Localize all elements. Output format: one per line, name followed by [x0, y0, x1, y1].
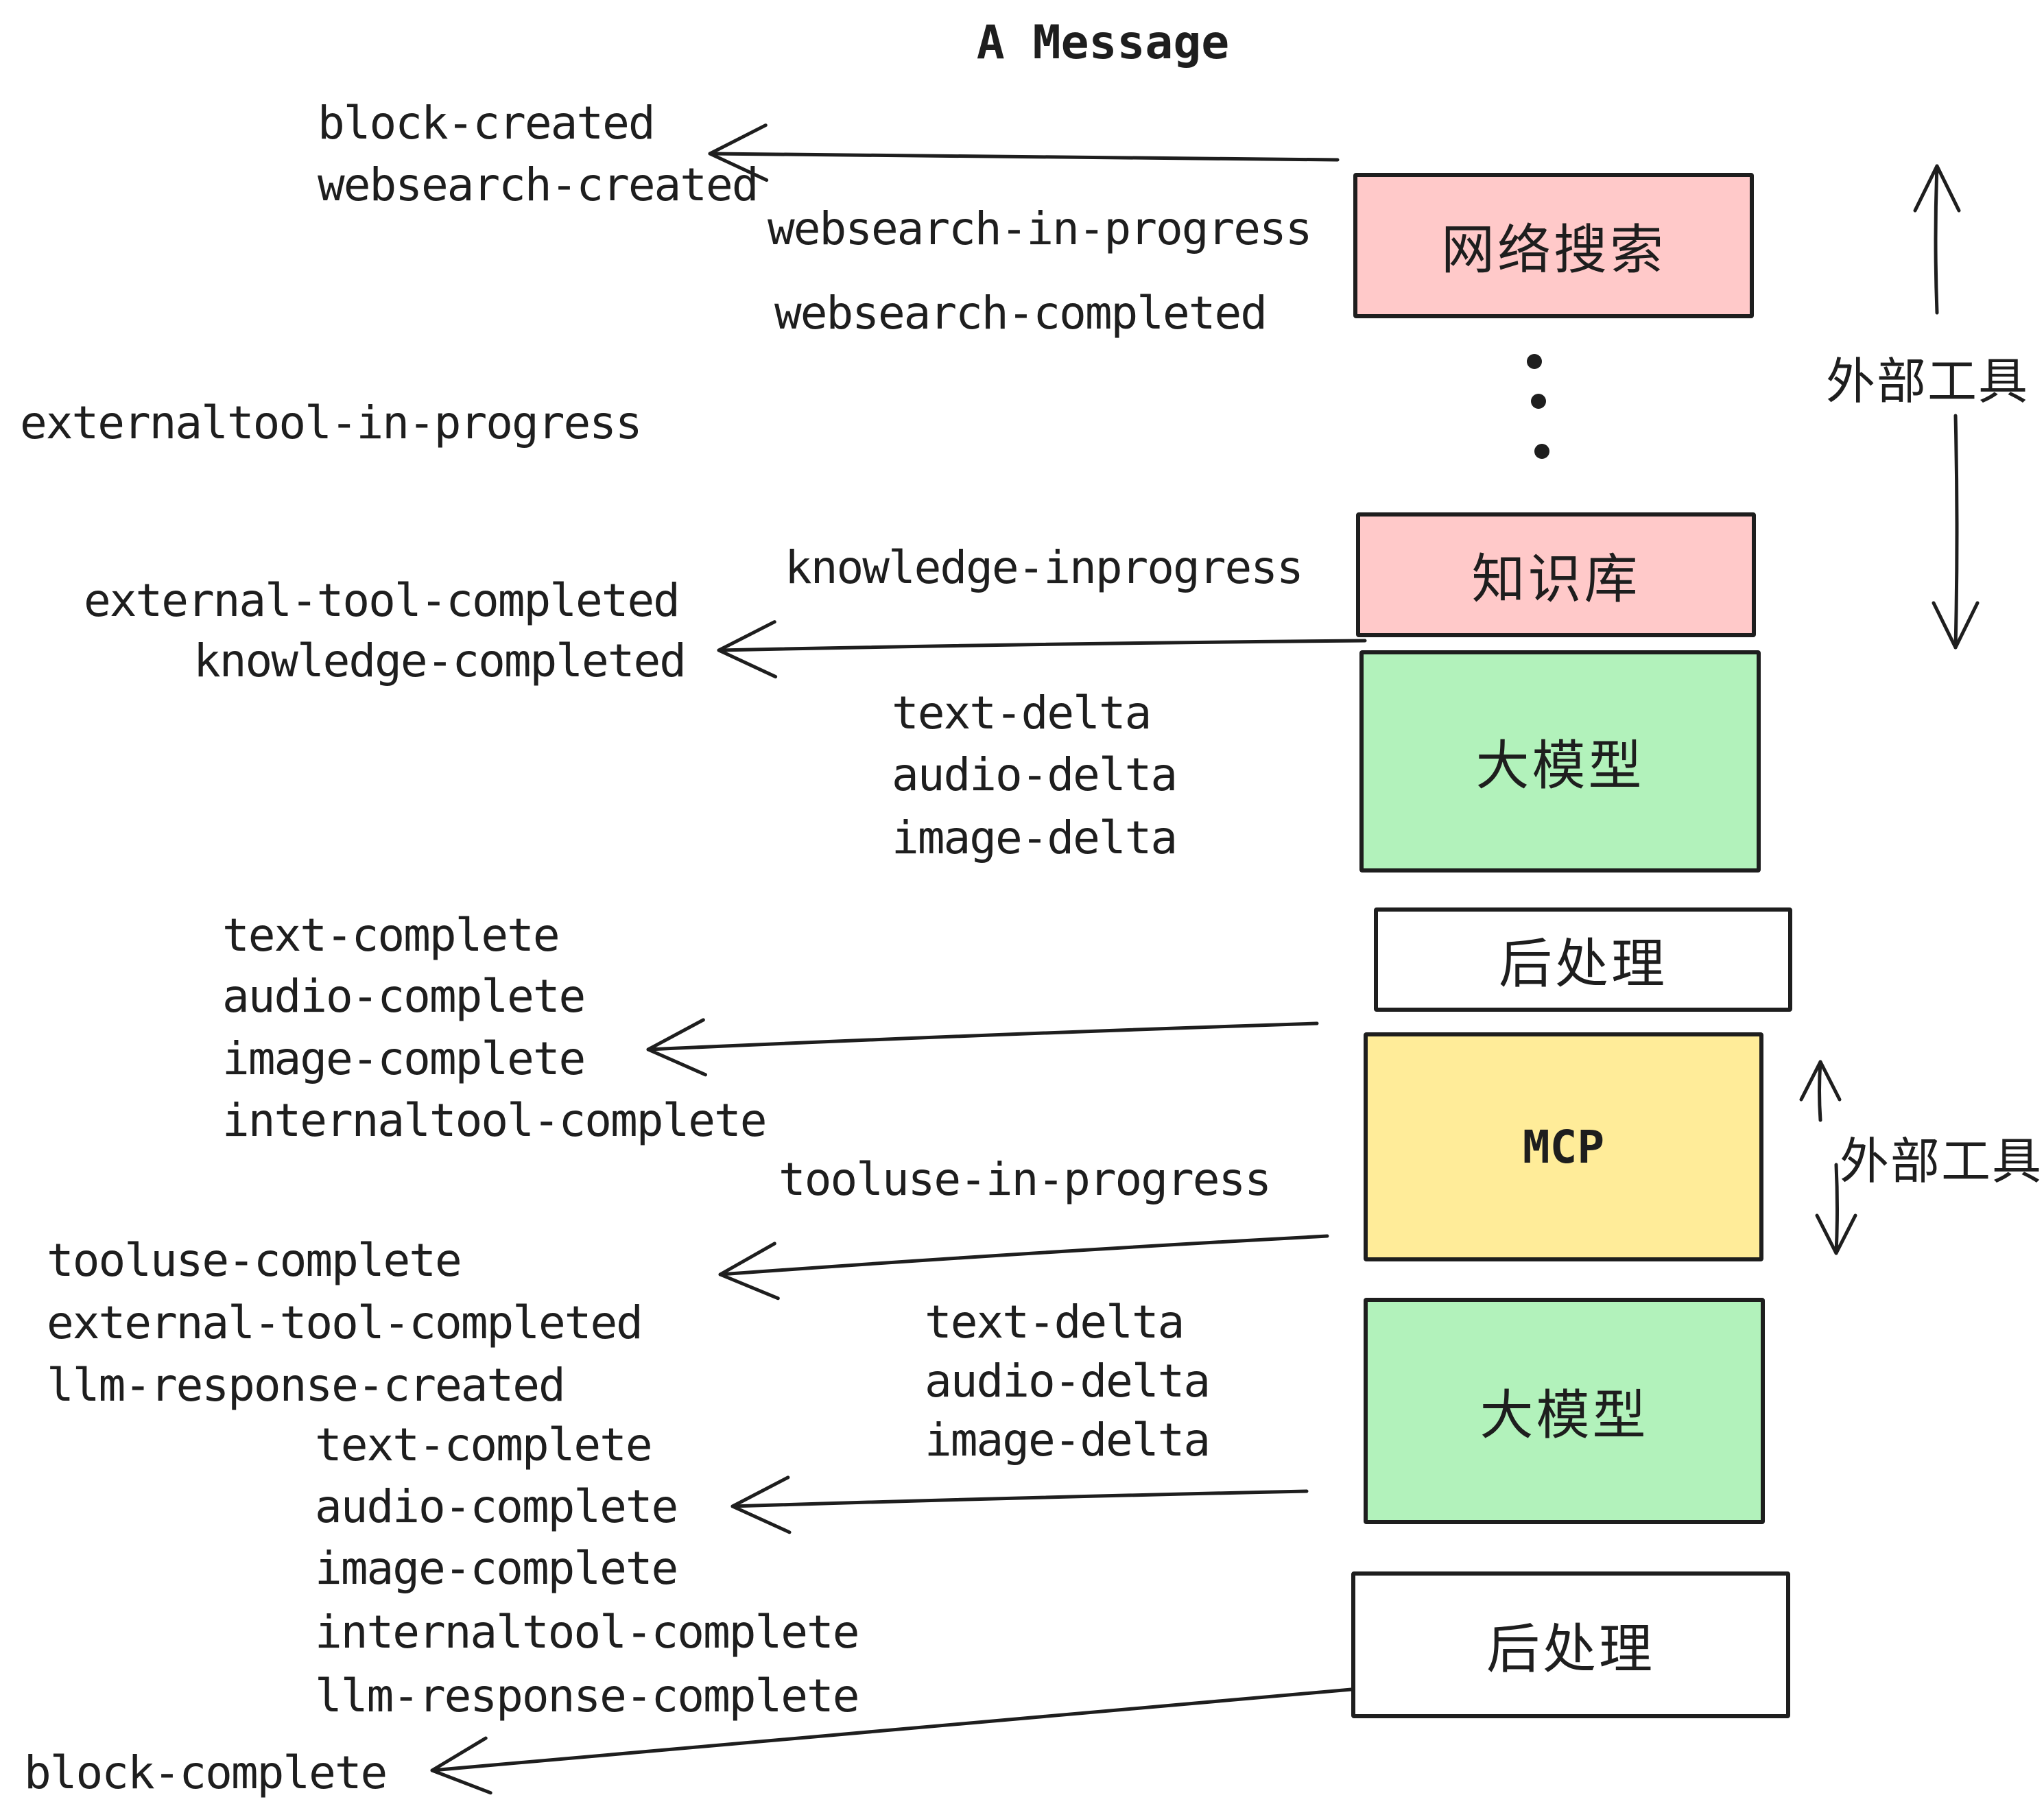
node-llm-1: 大模型 — [1359, 650, 1761, 873]
event-image-complete: image-complete — [222, 1032, 586, 1085]
event-external-tool-completed-2: external-tool-completed — [47, 1296, 643, 1349]
node-postprocess-2: 后处理 — [1351, 1571, 1790, 1718]
diagram-title: A Message — [976, 16, 1230, 70]
node-postprocess-1: 后处理 — [1374, 907, 1792, 1012]
ellipsis-dots — [1527, 354, 1549, 459]
event-externaltool-in-progress: externaltool-in-progress — [20, 396, 643, 449]
arrow-image-complete — [646, 1018, 1319, 1077]
node-websearch-label: 网络搜索 — [1440, 219, 1666, 281]
event-block-created: block-created — [318, 97, 656, 150]
event-external-tool-completed: external-tool-completed — [84, 574, 680, 627]
event-audio-complete: audio-complete — [222, 970, 586, 1023]
node-knowledge: 知识库 — [1356, 512, 1756, 637]
event-llm-response-created: llm-response-created — [47, 1359, 566, 1412]
external-tools-annotation-1: 外部工具 — [1825, 353, 2030, 410]
node-postprocess-2-label: 后处理 — [1486, 1619, 1655, 1681]
event-audio-delta-2: audio-delta — [925, 1355, 1211, 1408]
event-text-complete-2: text-complete — [315, 1419, 653, 1471]
node-llm-2-label: 大模型 — [1479, 1385, 1649, 1447]
event-websearch-in-progress: websearch-in-progress — [768, 202, 1312, 255]
node-websearch: 网络搜索 — [1353, 173, 1754, 318]
event-websearch-completed: websearch-completed — [774, 287, 1268, 340]
arrow-tooluse-complete — [718, 1234, 1329, 1301]
event-text-complete: text-complete — [222, 909, 560, 962]
node-postprocess-1-label: 后处理 — [1498, 934, 1667, 995]
event-audio-complete-2: audio-complete — [315, 1480, 678, 1533]
event-websearch-created: websearch-created — [318, 158, 759, 211]
arrow-block-created — [708, 123, 1340, 182]
arrow-knowledge-completed — [717, 620, 1367, 679]
node-mcp: MCP — [1364, 1032, 1763, 1261]
event-text-delta-2: text-delta — [925, 1296, 1185, 1349]
event-llm-response-complete: llm-response-complete — [315, 1670, 859, 1722]
node-llm-1-label: 大模型 — [1475, 735, 1645, 797]
event-internaltool-complete: internaltool-complete — [222, 1094, 767, 1147]
node-mcp-label: MCP — [1522, 1120, 1605, 1174]
external-tools-up-arrow — [1913, 164, 1961, 315]
event-tooluse-in-progress: tooluse-in-progress — [779, 1153, 1272, 1206]
event-block-complete: block-complete — [24, 1746, 388, 1799]
event-internaltool-complete-2: internaltool-complete — [315, 1606, 859, 1659]
event-image-delta-2: image-delta — [925, 1414, 1211, 1467]
event-tooluse-complete: tooluse-complete — [47, 1234, 462, 1287]
external-tools-up-arrow-2 — [1799, 1060, 1842, 1122]
event-knowledge-completed: knowledge-completed — [193, 634, 687, 687]
arrow-audio-complete — [730, 1475, 1309, 1534]
external-tools-annotation-2: 外部工具 — [1839, 1132, 2043, 1190]
event-knowledge-inprogress: knowledge-inprogress — [785, 541, 1304, 594]
event-image-delta: image-delta — [892, 811, 1178, 864]
node-llm-2: 大模型 — [1364, 1298, 1765, 1524]
node-knowledge-label: 知识库 — [1471, 549, 1641, 610]
event-text-delta: text-delta — [892, 687, 1152, 739]
event-image-complete-2: image-complete — [315, 1542, 678, 1595]
event-audio-delta: audio-delta — [892, 748, 1178, 801]
external-tools-down-arrow — [1932, 414, 1980, 650]
